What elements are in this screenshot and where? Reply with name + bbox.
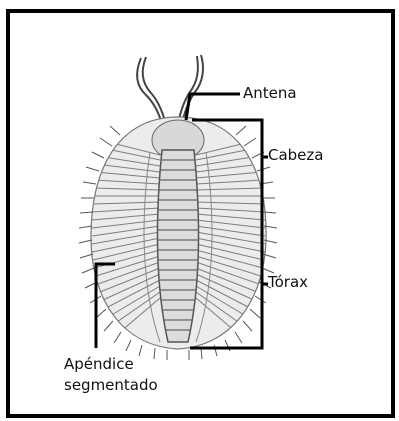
label-apendice-segmentado: Apéndice segmentado [64, 354, 158, 396]
label-apendice-line1: Apéndice [64, 354, 158, 375]
label-cabeza: Cabeza [268, 146, 323, 164]
antenna-right [178, 55, 203, 124]
label-apendice-line2: segmentado [64, 375, 158, 396]
antena-leader [186, 94, 240, 120]
larva-body [79, 117, 277, 360]
antenna-left [137, 57, 166, 124]
label-antena: Antena [243, 84, 297, 102]
label-torax: Tórax [268, 273, 308, 291]
